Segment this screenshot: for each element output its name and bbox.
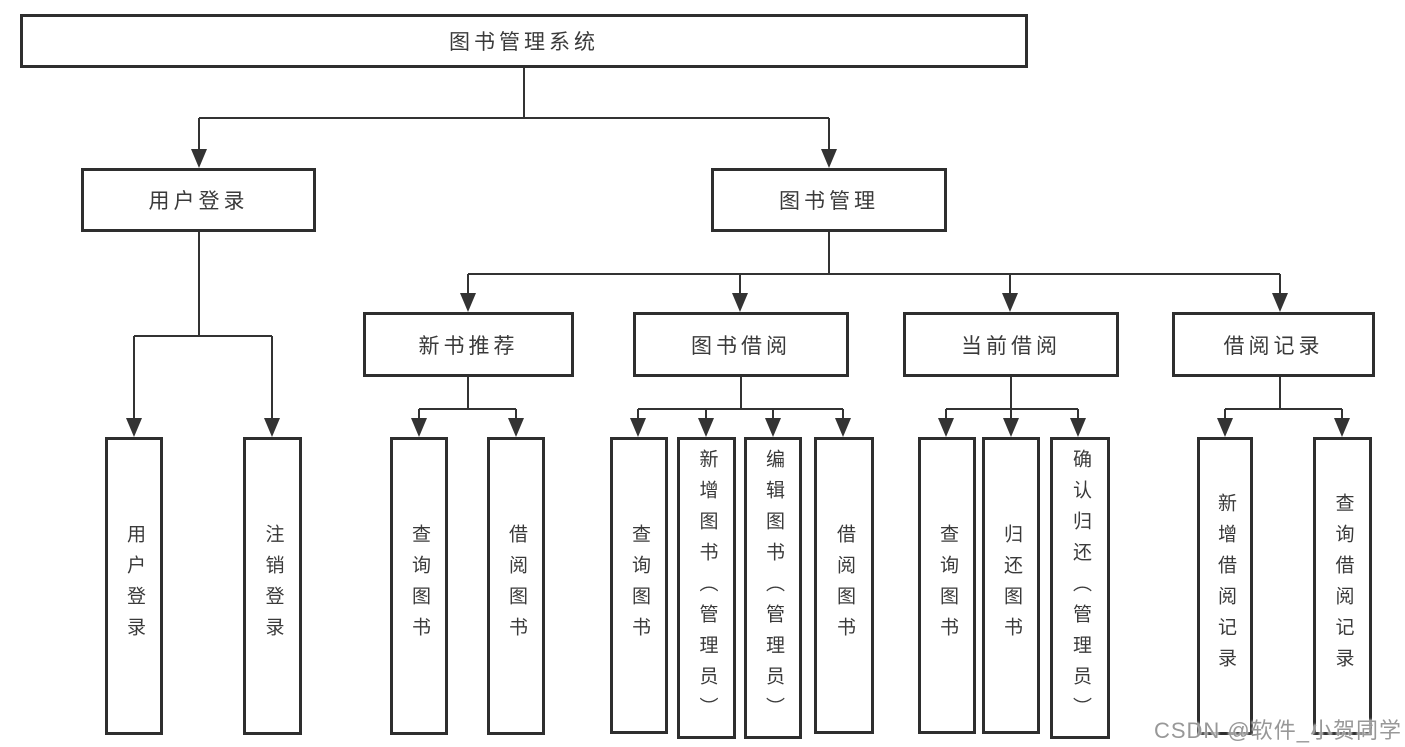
leaf-label: 查询借阅记录 — [1332, 493, 1354, 679]
leaf-label: 归还图书 — [1000, 523, 1022, 648]
leaf-query-books-3: 查询图书 — [918, 437, 976, 734]
node-library-system: 图书管理系统 — [20, 14, 1028, 68]
leaf-confirm-return-admin: 确认归还（管理员） — [1050, 437, 1110, 739]
leaf-add-borrow-record: 新增借阅记录 — [1197, 437, 1253, 735]
node-book-management: 图书管理 — [711, 168, 947, 232]
leaf-label: 借阅图书 — [833, 523, 855, 648]
leaf-return-book: 归还图书 — [982, 437, 1040, 734]
csdn-watermark: CSDN @软件_小贺同学 — [1153, 718, 1402, 743]
leaf-query-books-2: 查询图书 — [610, 437, 668, 734]
node-label: 图书借阅 — [691, 334, 791, 358]
node-label: 用户登录 — [148, 190, 249, 213]
leaf-borrow-books-2: 借阅图书 — [814, 437, 874, 734]
node-current-borrow: 当前借阅 — [903, 312, 1119, 377]
leaf-label: 查询图书 — [936, 523, 958, 648]
leaf-label: 确认归还（管理员） — [1069, 448, 1091, 728]
leaf-label: 查询图书 — [628, 523, 650, 648]
node-label: 图书管理系统 — [449, 31, 599, 54]
leaf-borrow-books-1: 借阅图书 — [487, 437, 545, 735]
node-user-login: 用户登录 — [81, 168, 316, 232]
leaf-edit-book-admin: 编辑图书（管理员） — [744, 437, 802, 739]
node-label: 新书推荐 — [418, 334, 519, 358]
leaf-logout: 注销登录 — [243, 437, 302, 735]
leaf-label: 查询图书 — [408, 524, 430, 648]
leaf-query-books-1: 查询图书 — [390, 437, 448, 735]
leaf-user-login: 用户登录 — [105, 437, 163, 735]
leaf-label: 新增图书（管理员） — [696, 448, 718, 728]
leaf-label: 用户登录 — [123, 524, 145, 648]
leaf-query-borrow-record: 查询借阅记录 — [1313, 437, 1372, 735]
node-book-borrow: 图书借阅 — [633, 312, 849, 377]
leaf-label: 新增借阅记录 — [1214, 493, 1236, 679]
leaf-add-book-admin: 新增图书（管理员） — [677, 437, 736, 739]
node-borrow-records: 借阅记录 — [1172, 312, 1375, 377]
node-new-book-recommend: 新书推荐 — [363, 312, 574, 377]
node-label: 借阅记录 — [1223, 334, 1324, 358]
leaf-label: 注销登录 — [262, 524, 284, 648]
leaf-label: 编辑图书（管理员） — [762, 448, 784, 728]
node-label: 当前借阅 — [961, 334, 1061, 358]
leaf-label: 借阅图书 — [505, 524, 527, 648]
node-label: 图书管理 — [779, 190, 879, 213]
